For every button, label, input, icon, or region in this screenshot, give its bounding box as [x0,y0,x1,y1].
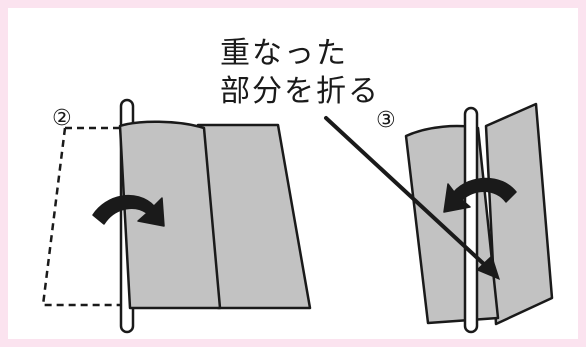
caption-line-1: 重なった [220,36,348,71]
step-number-3: ③ [376,108,396,133]
illustration-panel: ② ③ 重なった 部分を折る [8,8,578,339]
step2-illustration [41,98,312,334]
fold-arrow-step2 [92,195,165,227]
folded-sheet-step2 [118,120,222,310]
dashed-original-outline [41,126,120,307]
step3-illustration [404,102,554,334]
folded-sheet-step3 [404,124,500,325]
fold-arrow-step3 [443,177,517,213]
rod-step3 [463,106,479,334]
step-number-2: ② [52,106,72,131]
folding-diagram [41,98,554,334]
pointer-arrow [324,116,500,280]
caption-line-2: 部分を折る [220,74,380,109]
